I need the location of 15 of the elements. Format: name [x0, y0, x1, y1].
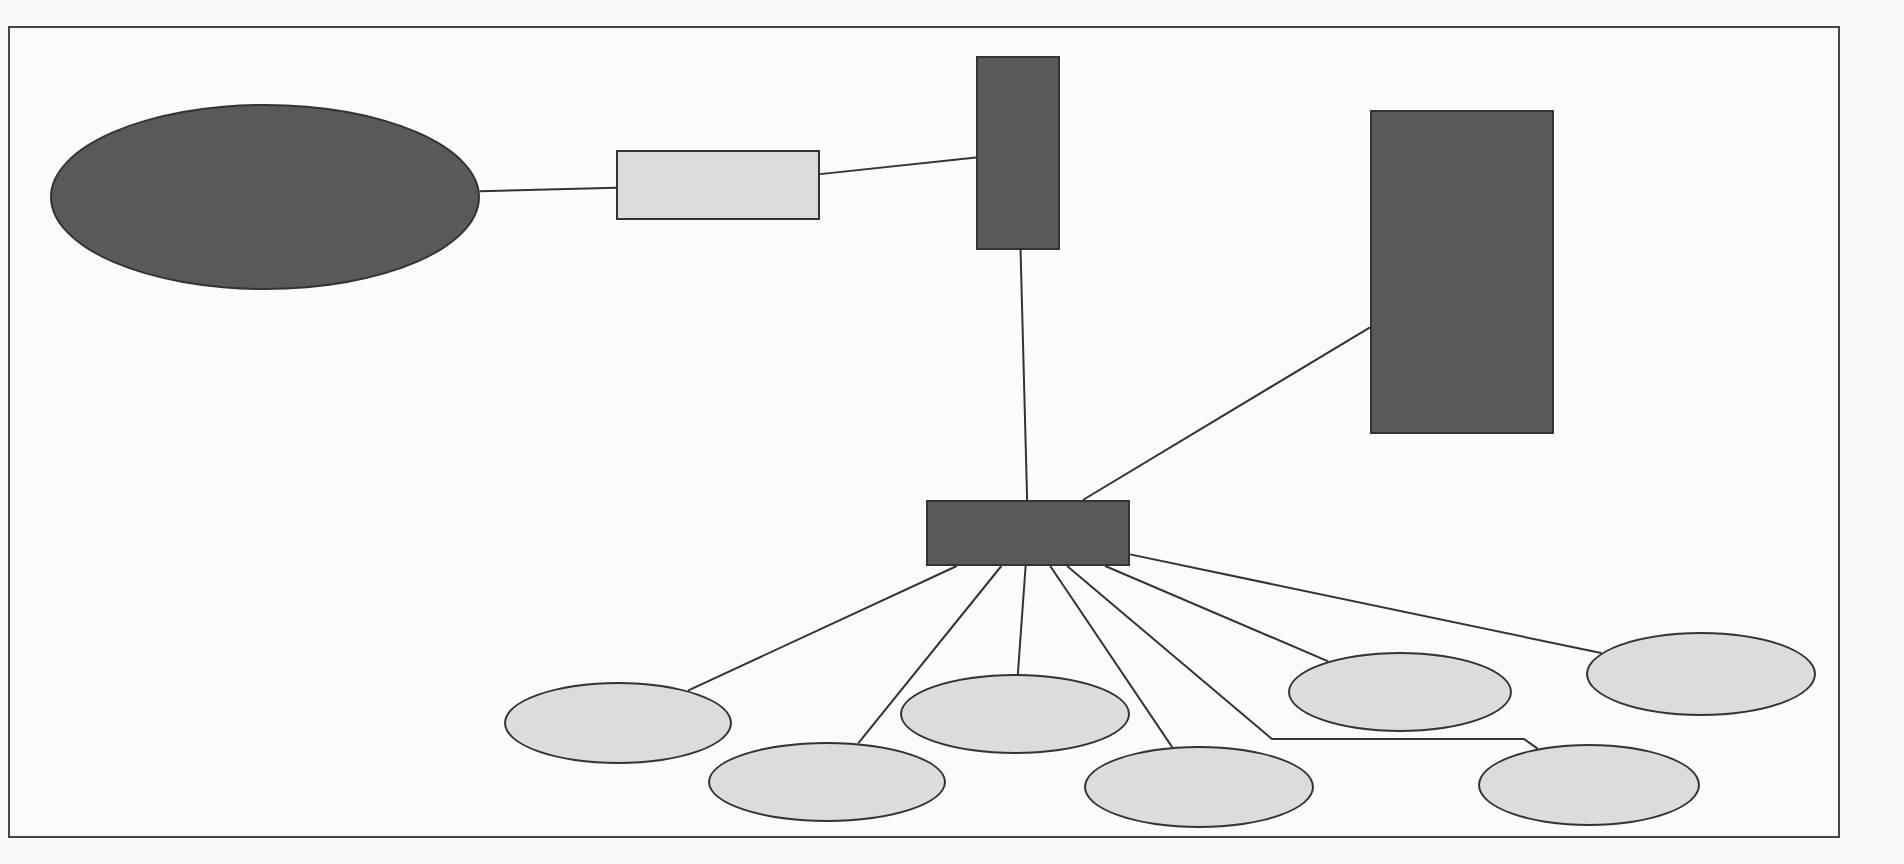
shaded-box-node: [926, 500, 1130, 566]
connector-line: [1019, 249, 1029, 501]
connector-line: [686, 565, 958, 692]
connector-line: [1016, 565, 1027, 675]
connector-line: [1129, 553, 1603, 655]
connector-line: [1049, 565, 1174, 749]
box-node: [616, 150, 820, 220]
shaded-box-node: [976, 56, 1060, 250]
connector-line: [857, 565, 1003, 745]
connector-line: [819, 156, 977, 176]
connector-line: [478, 186, 617, 193]
connector-line: [1081, 326, 1371, 501]
shaded-box-node: [1370, 110, 1554, 434]
connector-line: [1104, 565, 1330, 663]
connector-line: [1066, 565, 1539, 750]
